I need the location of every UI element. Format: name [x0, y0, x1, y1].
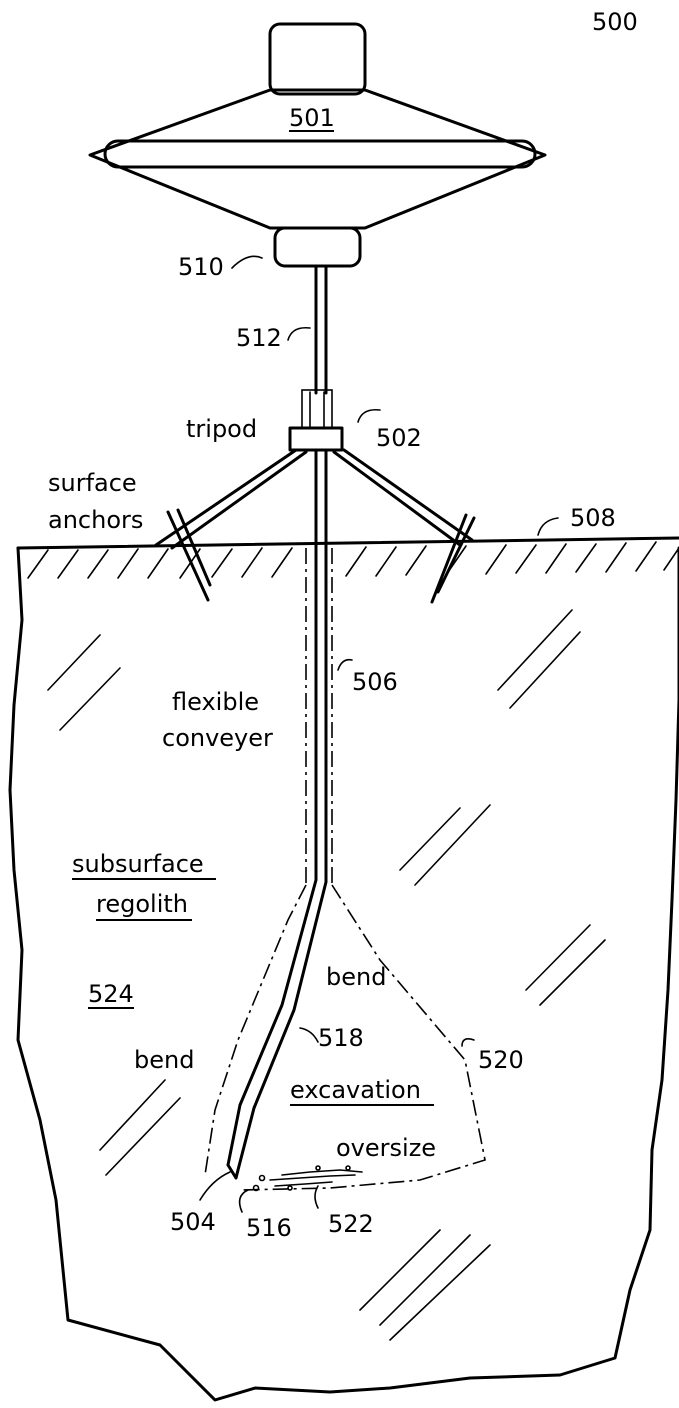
- oversize-debris: [252, 1165, 363, 1192]
- motor-leader: [231, 255, 263, 269]
- surface-hatching: [27, 541, 679, 579]
- motor-ref: 510: [178, 253, 224, 281]
- tripod-sleeve: [301, 389, 333, 429]
- excavation-ref: 520: [478, 1046, 524, 1074]
- surface-anchors-line2: anchors: [48, 506, 143, 534]
- tripod-leg-right: [332, 448, 474, 547]
- flexible-conveyer-line2: conveyer: [162, 724, 273, 752]
- oversize-label: oversize: [336, 1134, 436, 1162]
- lander-ring: [103, 139, 537, 169]
- regolith-hatching: [47, 609, 606, 1341]
- end-ref: 516: [246, 1214, 292, 1242]
- bend-leader: [299, 1027, 319, 1043]
- regolith-outline: [8, 546, 679, 1402]
- bend-left-label: bend: [134, 1046, 194, 1074]
- conveyer-ref: 506: [352, 668, 398, 696]
- tip-504: [226, 1163, 240, 1180]
- surface-line: [16, 536, 679, 550]
- motor-510: [273, 226, 362, 268]
- subsurface-line2: regolith: [96, 890, 188, 918]
- tripod-ref: 502: [376, 424, 422, 452]
- oversize-ref: 522: [328, 1210, 374, 1238]
- excavation-boundary: [204, 884, 486, 1191]
- shaft-512: [314, 264, 328, 395]
- anchor-right: [430, 513, 476, 604]
- subsurface-line1: subsurface: [72, 850, 204, 878]
- tripod-label: tripod: [186, 415, 257, 443]
- surface-leader: [537, 517, 559, 536]
- tip-leader: [199, 1171, 231, 1201]
- anchor-left: [166, 508, 212, 602]
- tripod-leader: [357, 408, 381, 423]
- surface-ref: 508: [570, 504, 616, 532]
- conveyer-leader: [337, 658, 353, 671]
- flexible-conveyer-line1: flexible: [172, 688, 259, 716]
- figure-number: 500: [592, 8, 638, 36]
- tripod-head: [288, 426, 344, 452]
- end-leader: [238, 1189, 249, 1213]
- lander-body: [88, 88, 547, 230]
- tripod-leg-left: [154, 448, 308, 550]
- bend-ref: 518: [318, 1024, 364, 1052]
- bend-upper-label: bend: [326, 963, 386, 991]
- lander-top-box: [268, 22, 367, 96]
- excavation-leader: [461, 1038, 475, 1047]
- lander-ref: 501: [289, 104, 335, 132]
- shaft-leader: [287, 326, 311, 341]
- surface-anchors-line1: surface: [48, 469, 137, 497]
- regolith-ref: 524: [88, 980, 134, 1008]
- excavation-label: excavation: [290, 1076, 421, 1104]
- tip-ref: 504: [170, 1208, 216, 1236]
- shaft-ref: 512: [236, 324, 282, 352]
- conveyer-tube: [226, 448, 328, 1172]
- oversize-leader: [314, 1185, 319, 1209]
